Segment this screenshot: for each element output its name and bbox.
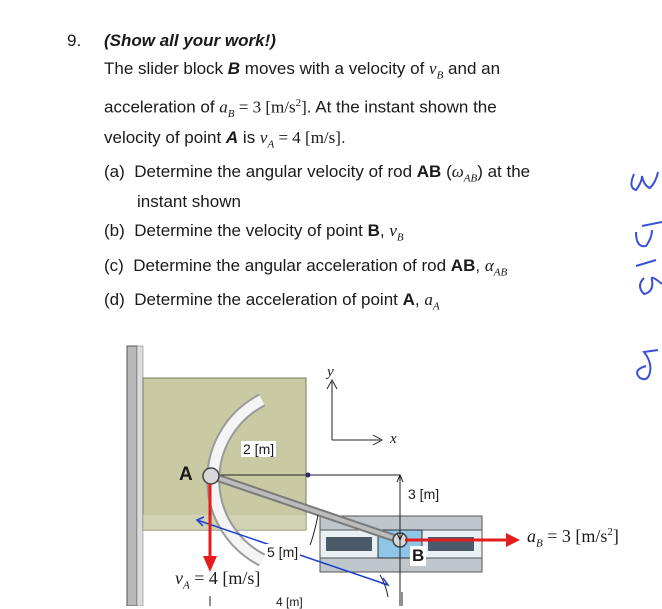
wall-left	[126, 345, 138, 606]
ab-label: aB = 3 [m/s2]	[527, 526, 619, 550]
instruction: (Show all your work!)	[104, 31, 276, 50]
handwriting-marks	[630, 171, 662, 381]
point-b-label: B	[410, 546, 427, 566]
curved-slot	[206, 393, 266, 567]
dim-4m-label: 4 [m]	[276, 595, 303, 609]
part-a: (a) Determine the angular velocity of ro…	[104, 162, 531, 185]
part-a-cont: instant shown	[137, 192, 241, 211]
statement-line-1: The slider block B moves with a velocity…	[104, 59, 501, 82]
x-axis-label: x	[390, 431, 397, 447]
part-d: (d) Determine the acceleration of point …	[104, 290, 440, 313]
guide-panel	[142, 377, 307, 531]
va-label: vA = 4 [m/s]	[175, 568, 261, 592]
wall-strip	[136, 345, 144, 606]
pin-b	[392, 532, 408, 548]
dim-3m-label: 3 [m]	[405, 486, 443, 502]
dim-2m-label: 2 [m]	[241, 441, 277, 457]
panel-bottom-shade	[143, 515, 306, 530]
rod-ab	[208, 472, 404, 544]
y-axis-label: y	[327, 364, 334, 380]
point-a-label: A	[179, 464, 193, 485]
part-b: (b) Determine the velocity of point B, v…	[104, 221, 404, 244]
part-c: (c) Determine the angular acceleration o…	[104, 256, 508, 279]
problem-number: 9.	[67, 31, 82, 50]
slider-track	[319, 515, 483, 573]
dim-5m-label: 5 [m]	[265, 544, 301, 560]
statement-line-2: acceleration of aB = 3 [m/s2]. At the in…	[104, 97, 497, 121]
statement-line-3: velocity of point A is vA = 4 [m/s].	[104, 128, 346, 151]
pin-a	[202, 467, 220, 485]
